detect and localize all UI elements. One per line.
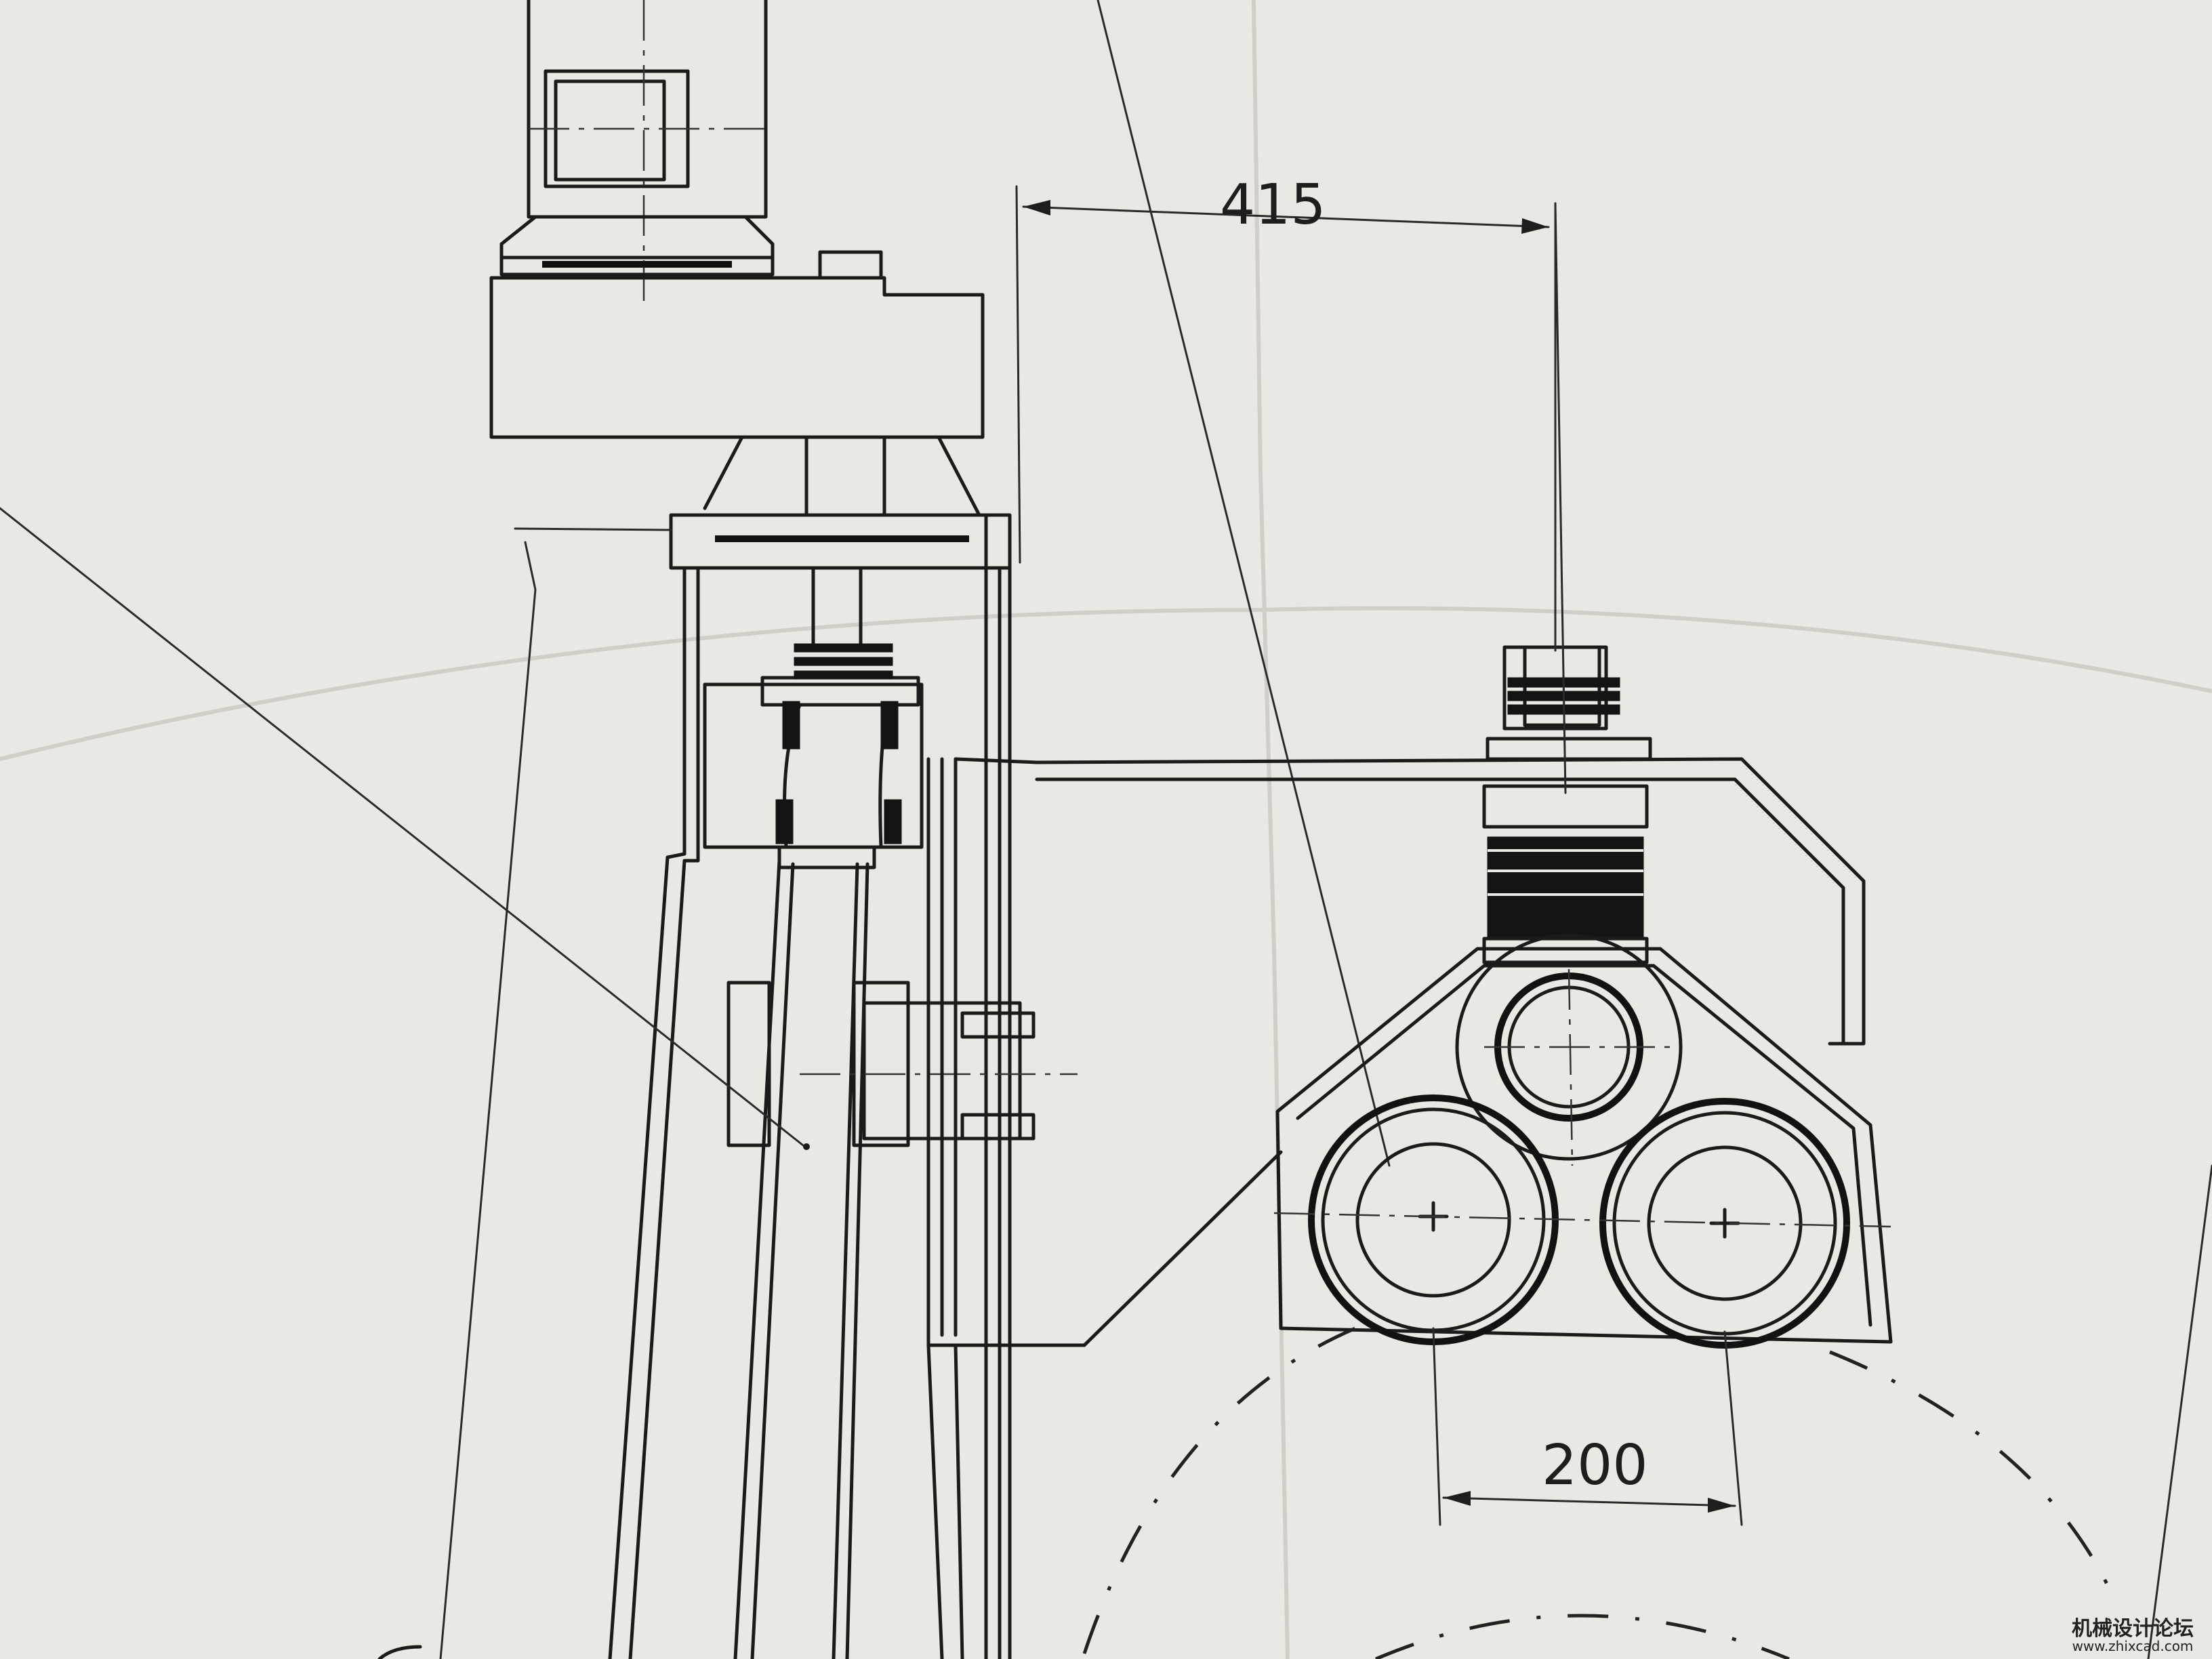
coupling-stack: [794, 643, 893, 680]
vertical-frame: [0, 507, 1086, 1659]
watermark-site-name: 机械设计论坛: [2072, 1616, 2194, 1641]
dimension-200: 200: [1432, 1327, 1743, 1526]
watermark-url: www.zhixcad.com: [2072, 1638, 2194, 1654]
roller-assembly: [1035, 202, 2116, 1659]
dimension-label-415: 415: [1220, 173, 1326, 237]
edge-arc: [377, 1645, 422, 1659]
reference-lines: [1082, 0, 2212, 1659]
watermark: 机械设计论坛 www.zhixcad.com: [2068, 1618, 2197, 1654]
motor-assembly: [489, 0, 1012, 570]
dimension-label-200: 200: [1542, 1433, 1648, 1498]
dimension-415: 415: [1015, 173, 1557, 652]
